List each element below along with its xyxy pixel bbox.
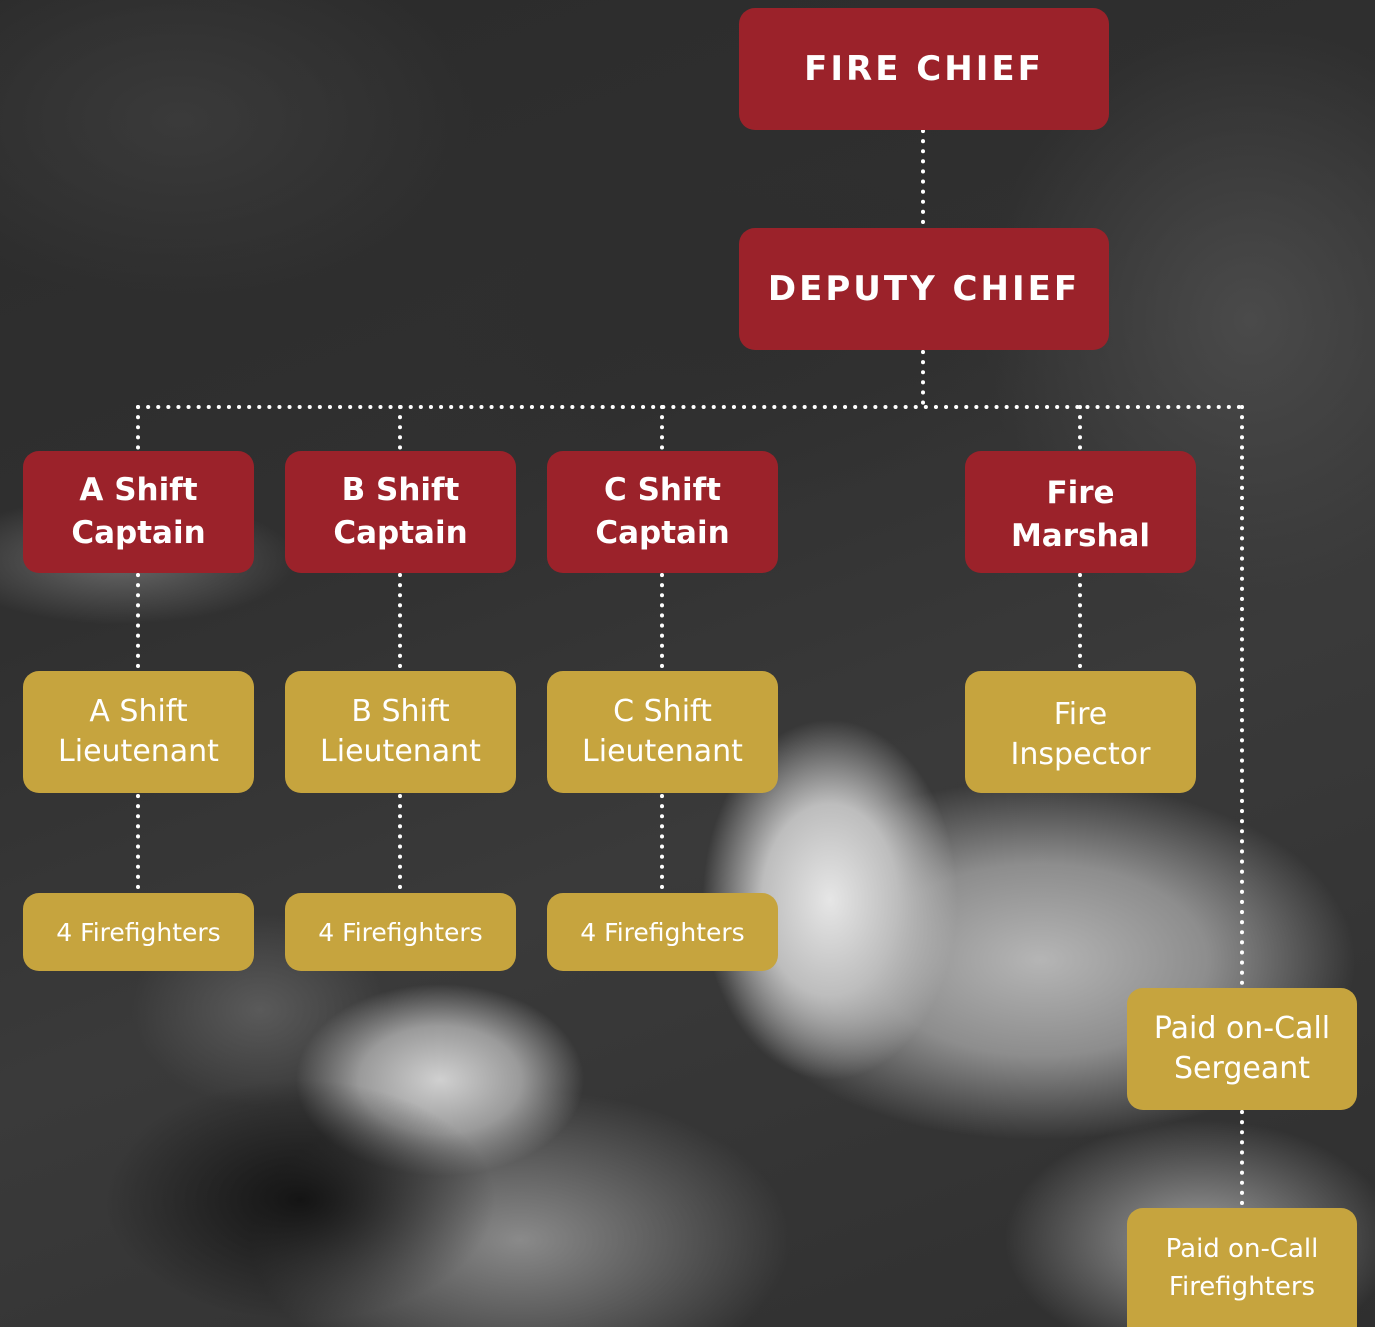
a-shift-captain-box: A Shift Captain xyxy=(23,451,254,573)
c-shift-captain-box: C Shift Captain xyxy=(547,451,778,573)
a-shift-lieutenant-box: A Shift Lieutenant xyxy=(23,671,254,793)
c-shift-firefighters-box: 4 Firefighters xyxy=(547,893,778,971)
a-shift-firefighters-box: 4 Firefighters xyxy=(23,893,254,971)
b-shift-firefighters-box: 4 Firefighters xyxy=(285,893,516,971)
paid-on-call-sergeant-box: Paid on-Call Sergeant xyxy=(1127,988,1357,1110)
fire-chief-box: FIRE CHIEF xyxy=(739,8,1109,130)
fire-marshal-box: Fire Marshal xyxy=(965,451,1196,573)
paid-on-call-firefighters-box: Paid on-Call Firefighters xyxy=(1127,1208,1357,1327)
deputy-chief-box: DEPUTY CHIEF xyxy=(739,228,1109,350)
b-shift-lieutenant-box: B Shift Lieutenant xyxy=(285,671,516,793)
fire-inspector-box: Fire Inspector xyxy=(965,671,1196,793)
c-shift-lieutenant-box: C Shift Lieutenant xyxy=(547,671,778,793)
b-shift-captain-box: B Shift Captain xyxy=(285,451,516,573)
